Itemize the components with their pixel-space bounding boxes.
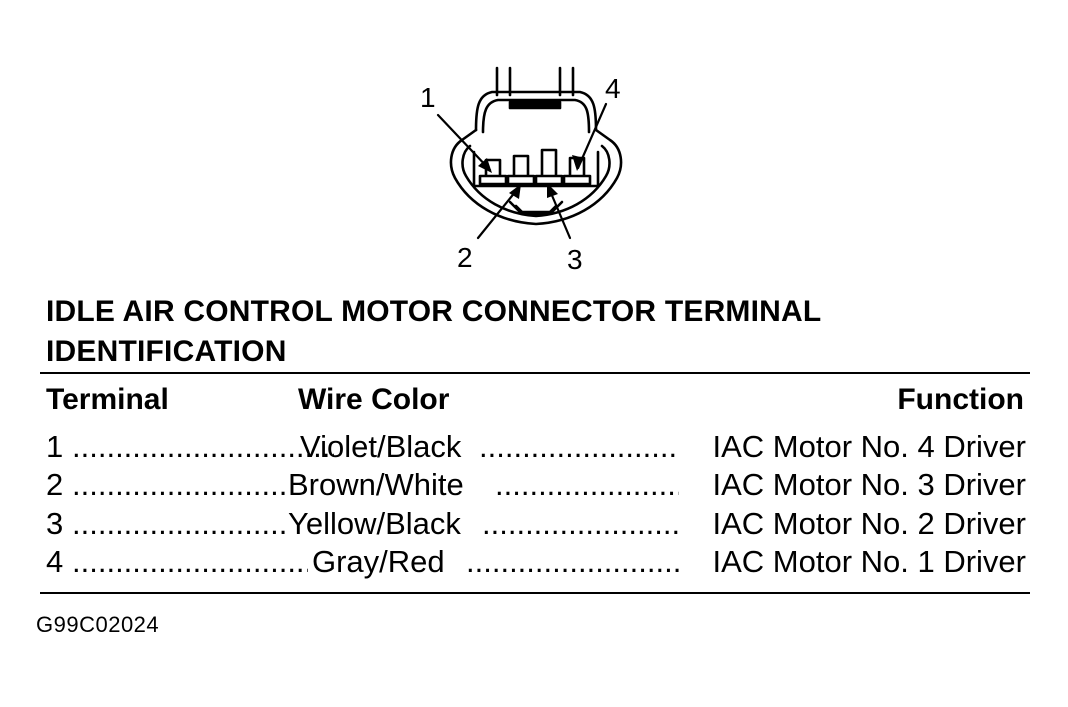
leader-dots: .............................. xyxy=(495,467,679,502)
leader-dots: ....................................... xyxy=(72,467,288,502)
cell-terminal: 2 xyxy=(46,467,64,502)
callout-1: 1 xyxy=(420,82,436,113)
header-function: Function xyxy=(897,383,1024,416)
cell-wire-color: Yellow/Black xyxy=(288,506,461,541)
header-terminal: Terminal xyxy=(46,383,169,416)
leader-dots: .............................. xyxy=(479,429,679,464)
cell-function: IAC Motor No. 4 Driver xyxy=(712,429,1026,464)
cell-function: IAC Motor No. 3 Driver xyxy=(712,467,1026,502)
table-row: 3 ......................................… xyxy=(46,505,1026,543)
leader-dots: ....................................... xyxy=(72,429,334,464)
callout-4: 4 xyxy=(605,73,621,104)
table-row: 4 ......................................… xyxy=(46,543,1026,581)
figure-id: G99C02024 xyxy=(36,612,160,637)
terminal-cavity xyxy=(472,150,600,188)
cell-function: IAC Motor No. 2 Driver xyxy=(712,506,1026,541)
leader-dots: .............................. xyxy=(482,506,679,541)
connector-diagram: 1 4 2 3 xyxy=(420,66,623,275)
connector-body xyxy=(449,90,623,226)
table-bottom-rule xyxy=(40,592,1030,594)
terminal-pins xyxy=(478,148,592,186)
callout-2: 2 xyxy=(457,242,473,273)
diagram-title: IDLE AIR CONTROL MOTOR CONNECTOR TERMINA… xyxy=(46,295,821,368)
leader-dots: ....................................... xyxy=(72,544,308,579)
leader-arrowheads xyxy=(478,155,584,199)
table-row: 2 ......................................… xyxy=(46,466,1026,504)
header-wire-color: Wire Color xyxy=(298,383,450,416)
cell-wire-color: Brown/White xyxy=(288,467,464,502)
table-row: 1 ......................................… xyxy=(46,428,1026,466)
cell-function: IAC Motor No. 1 Driver xyxy=(712,544,1026,579)
leader-dots: ....................................... xyxy=(72,506,288,541)
cell-terminal: 3 xyxy=(46,506,64,541)
cell-terminal: 1 xyxy=(46,429,64,464)
connector-lock-tabs xyxy=(495,66,575,97)
cell-terminal: 4 xyxy=(46,544,64,579)
cell-wire-color: Gray/Red xyxy=(312,544,445,579)
leader-dots: .............................. xyxy=(466,544,679,579)
callout-3: 3 xyxy=(567,244,583,275)
cell-wire-color: Violet/Black xyxy=(300,429,462,464)
table-top-rule xyxy=(40,372,1030,374)
